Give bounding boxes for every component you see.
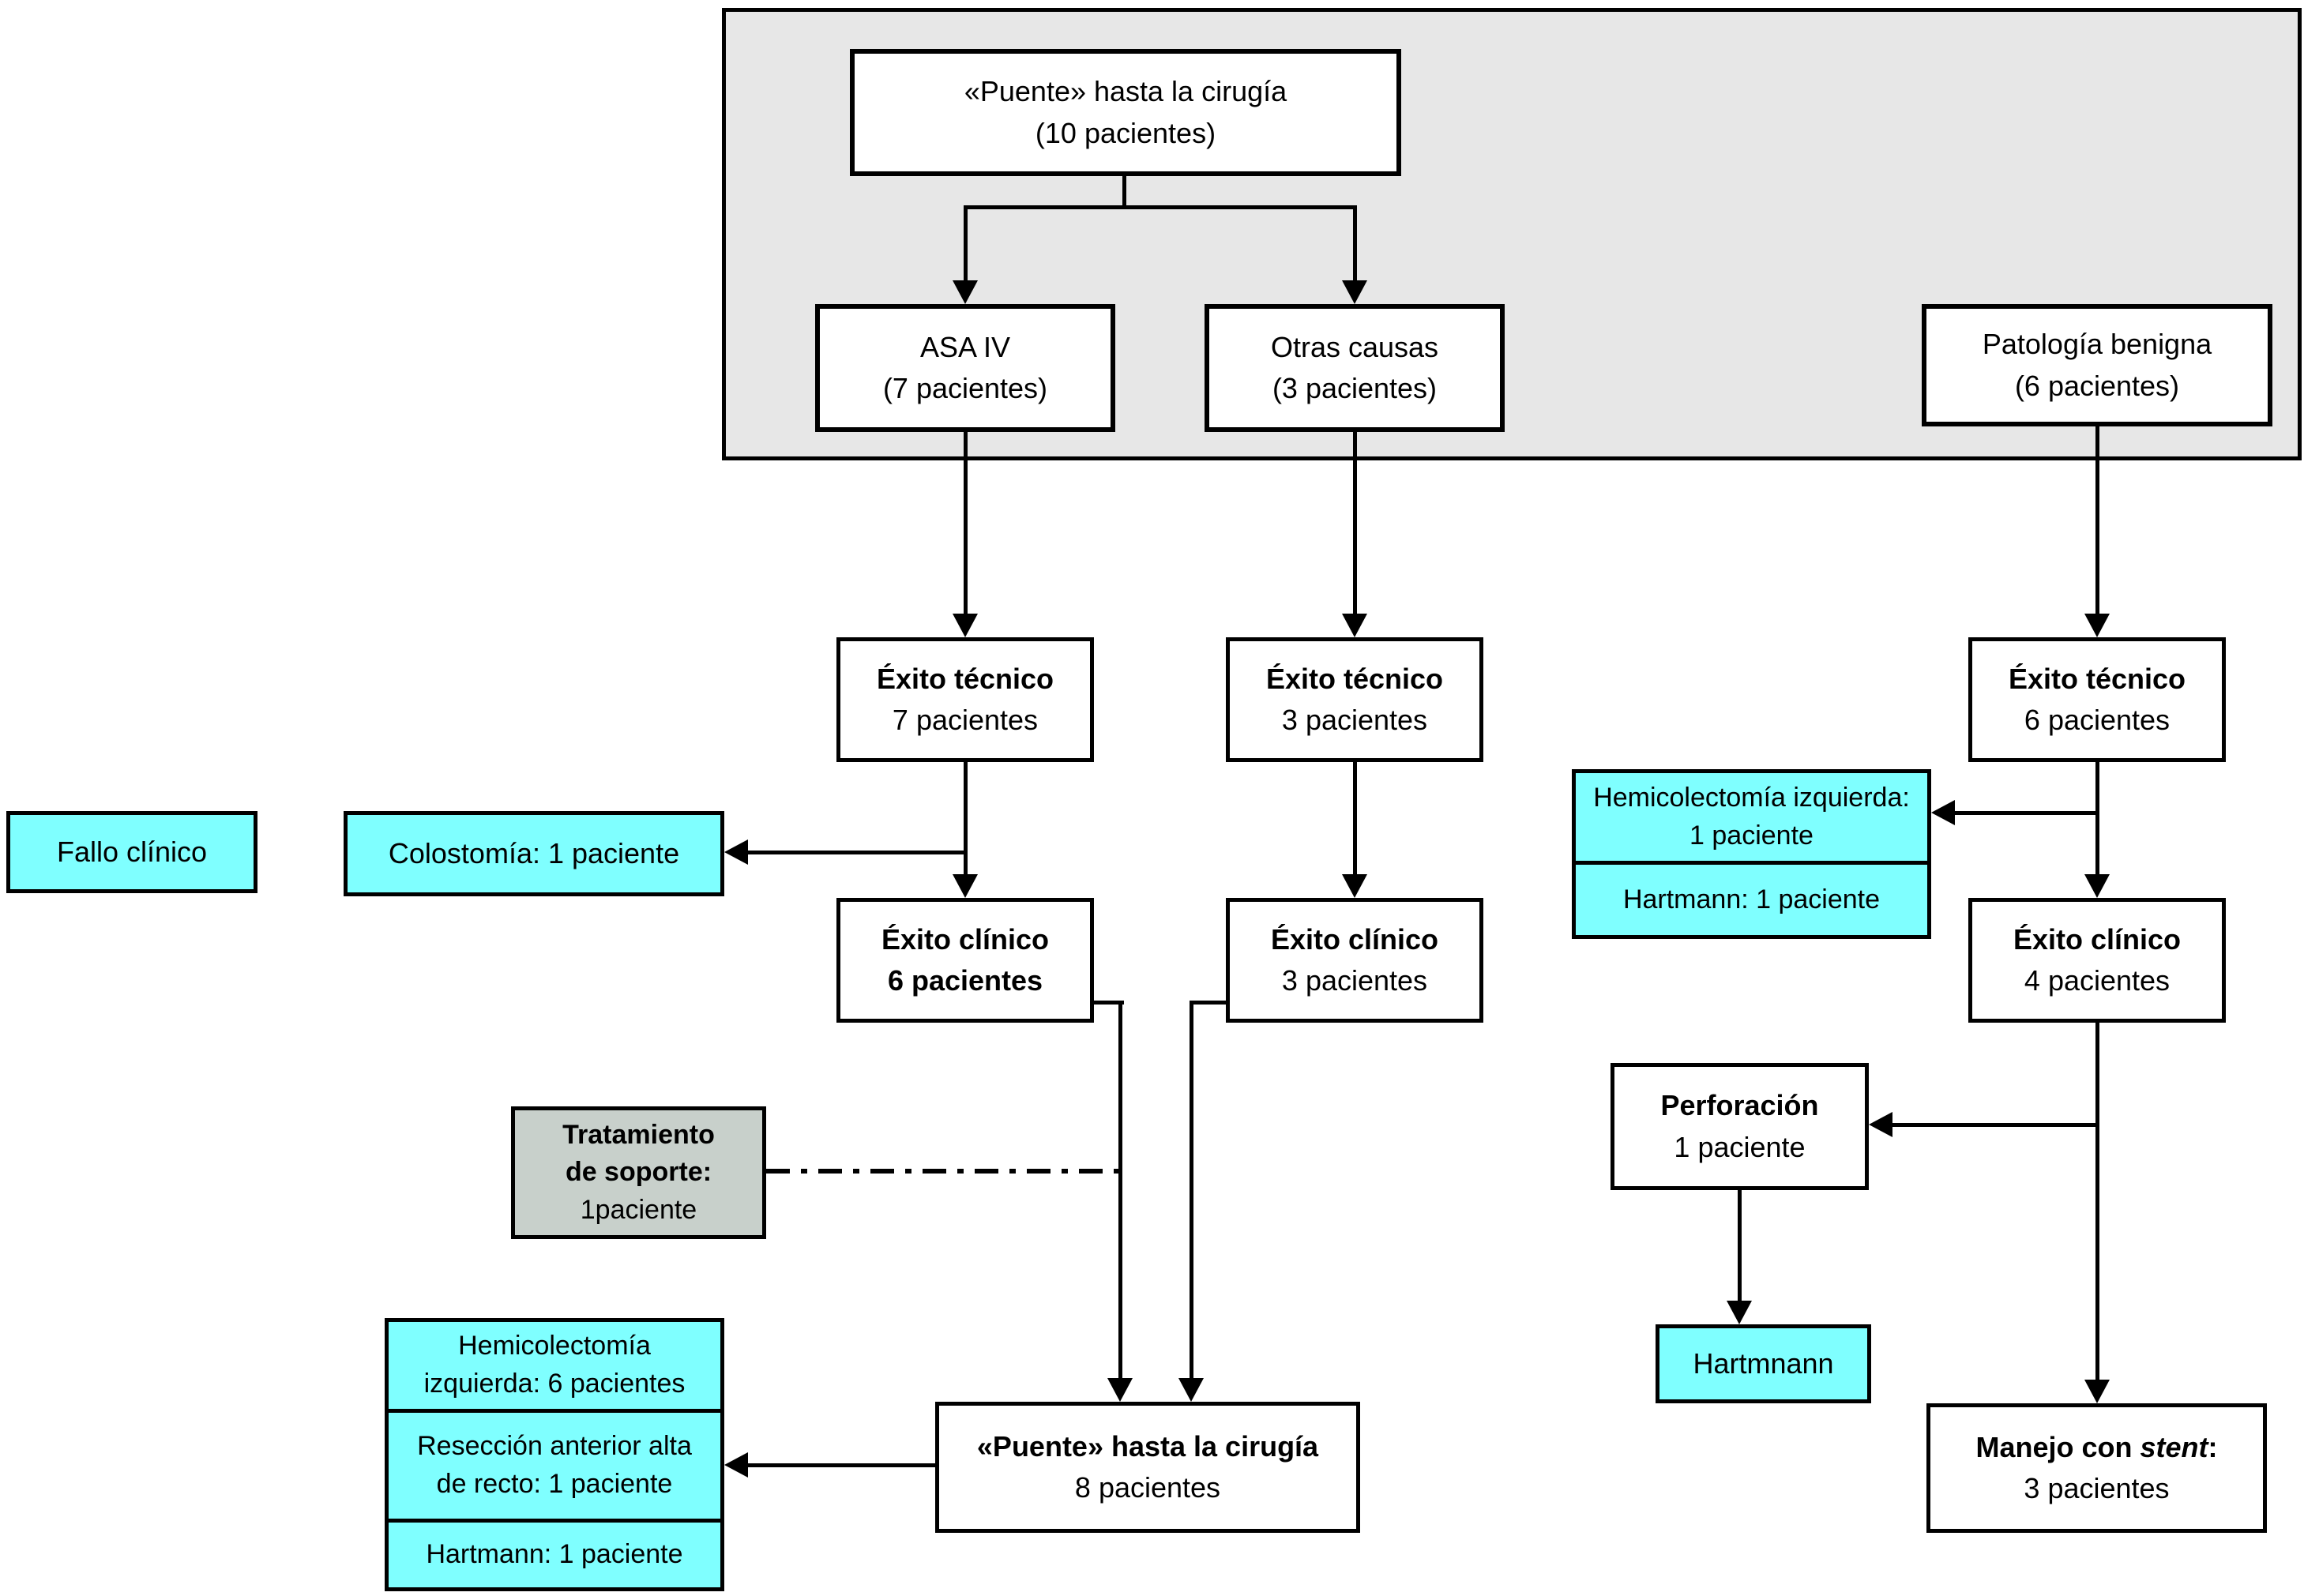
connector-line: [748, 1463, 935, 1467]
arrowhead-left-icon: [724, 839, 748, 865]
connector-line: [1738, 1190, 1742, 1302]
stack-cell: Resección anterior alta de recto: 1 paci…: [389, 1413, 720, 1523]
node-line: (10 pacientes): [1035, 116, 1216, 149]
node-line: «Puente» hasta la cirugía: [964, 75, 1287, 108]
connector-line: [1118, 1001, 1122, 1381]
node-exito-clinico-otras: Éxito clínico 3 pacientes: [1226, 898, 1483, 1023]
connector-line: [2095, 762, 2099, 874]
stack-cell: Hartmann: 1 paciente: [426, 1538, 683, 1569]
node-exito-tecnico-asa: Éxito técnico 7 pacientes: [836, 637, 1094, 762]
node-colostomia: Colostomía: 1 paciente: [344, 811, 724, 896]
node-exito-tecnico-otras: Éxito técnico 3 pacientes: [1226, 637, 1483, 762]
arrowhead-down-icon: [953, 874, 978, 898]
connector-line: [1122, 176, 1126, 209]
node-exito-clinico-benigna: Éxito clínico 4 pacientes: [1968, 898, 2226, 1023]
connector-line: [1094, 1001, 1124, 1005]
arrowhead-down-icon: [1342, 874, 1367, 898]
node-line: (3 pacientes): [1272, 372, 1438, 404]
node-line: «Puente» hasta la cirugía: [976, 1429, 1319, 1463]
connector-line: [964, 762, 968, 874]
connector-line: [964, 432, 968, 614]
arrowhead-left-icon: [724, 1452, 748, 1478]
node-line-part: :: [2208, 1430, 2218, 1463]
node-line: 3 pacientes: [2024, 1472, 2170, 1504]
node-line: de soporte:: [565, 1157, 712, 1188]
node-line: 6 pacientes: [2024, 704, 2171, 736]
arrowhead-down-icon: [2084, 1380, 2110, 1403]
node-line: Éxito clínico: [881, 922, 1050, 956]
connector-line: [1191, 1001, 1226, 1005]
stack-cell: Hartmann: 1 paciente: [1622, 884, 1881, 914]
node-line: Éxito clínico: [1270, 922, 1439, 956]
node-line: Hartmnann: [1693, 1346, 1834, 1380]
node-exito-clinico-asa: Éxito clínico 6 pacientes: [836, 898, 1094, 1023]
arrowhead-down-icon: [2084, 614, 2110, 637]
node-line: 1 paciente: [1674, 1130, 1806, 1163]
arrowhead-down-icon: [1178, 1378, 1204, 1402]
node-line: 4 pacientes: [2024, 964, 2171, 997]
connector-line: [964, 205, 968, 284]
stack-cell: Hemicolectomía izquierda: 6 pacientes: [389, 1322, 720, 1413]
stack-cell: Hemicolectomía izquierda: 1 paciente: [1576, 773, 1927, 866]
node-line: Colostomía: 1 paciente: [388, 836, 680, 869]
node-bridge-bottom: «Puente» hasta la cirugía 8 pacientes: [935, 1402, 1360, 1533]
arrowhead-down-icon: [1342, 614, 1367, 637]
connector-line: [964, 205, 1357, 209]
connector-line: [1353, 205, 1357, 284]
connector-line: [1353, 432, 1357, 614]
node-line: (7 pacientes): [882, 372, 1048, 404]
node-asa-iv: ASA IV (7 pacientes): [815, 304, 1115, 432]
node-fallo-clinico: Fallo clínico: [6, 811, 257, 893]
connector-line: [2095, 1023, 2099, 1381]
connector-line: [1892, 1123, 2097, 1127]
node-line: 1paciente: [580, 1194, 697, 1225]
node-exito-tecnico-benigna: Éxito técnico 6 pacientes: [1968, 637, 2226, 762]
dash-dot-connector-line: [766, 1169, 1121, 1174]
connector-line: [1955, 811, 2097, 815]
arrowhead-left-icon: [1869, 1112, 1892, 1137]
node-line: 3 pacientes: [1281, 704, 1428, 736]
node-patologia-benigna: Patología benigna (6 pacientes): [1922, 304, 2272, 426]
node-line-part: Manejo con: [1975, 1430, 2141, 1463]
arrowhead-down-icon: [1342, 280, 1367, 304]
node-line: Otras causas: [1270, 330, 1439, 363]
node-line: Éxito técnico: [876, 662, 1054, 695]
node-tratamiento-soporte: Tratamiento de soporte: 1paciente: [511, 1106, 766, 1239]
arrowhead-down-icon: [1727, 1301, 1752, 1324]
arrowhead-down-icon: [2084, 874, 2110, 898]
node-line: 6 pacientes: [887, 964, 1043, 997]
node-otras-causas: Otras causas (3 pacientes): [1205, 304, 1505, 432]
arrowhead-down-icon: [953, 614, 978, 637]
node-line: Éxito técnico: [2008, 662, 2186, 695]
node-line: 7 pacientes: [892, 704, 1039, 736]
node-line: Fallo clínico: [56, 835, 208, 868]
connector-line: [748, 851, 968, 854]
node-line: Éxito técnico: [1265, 662, 1444, 695]
node-cirugia-stack: Hemicolectomía izquierda: 6 pacientes Re…: [385, 1318, 724, 1591]
connector-line: [1353, 762, 1357, 874]
node-line: 3 pacientes: [1281, 964, 1428, 997]
arrowhead-down-icon: [953, 280, 978, 304]
node-line: ASA IV: [919, 330, 1011, 363]
node-hemicolectomia-hartmann-stack: Hemicolectomía izquierda: 1 paciente Har…: [1572, 769, 1931, 939]
node-line: Manejo con stent:: [1975, 1427, 2217, 1468]
connector-line: [1190, 1001, 1193, 1381]
node-manejo-stent: Manejo con stent: 3 pacientes: [1926, 1403, 2267, 1533]
connector-line: [2095, 426, 2099, 614]
node-bridge-top: «Puente» hasta la cirugía (10 pacientes): [850, 49, 1401, 176]
node-line: Éxito clínico: [2013, 922, 2182, 956]
node-line: (6 pacientes): [2014, 369, 2180, 402]
node-line: Tratamiento: [562, 1119, 715, 1150]
arrowhead-left-icon: [1931, 800, 1955, 825]
node-line: 8 pacientes: [1074, 1471, 1221, 1504]
node-perforacion: Perforación 1 paciente: [1611, 1063, 1869, 1190]
arrowhead-down-icon: [1107, 1378, 1133, 1402]
node-line: Patología benigna: [1982, 328, 2212, 361]
node-line-part-italic: stent: [2140, 1430, 2208, 1463]
node-line: Perforación: [1660, 1089, 1819, 1122]
node-hartmnann: Hartmnann: [1656, 1324, 1871, 1403]
